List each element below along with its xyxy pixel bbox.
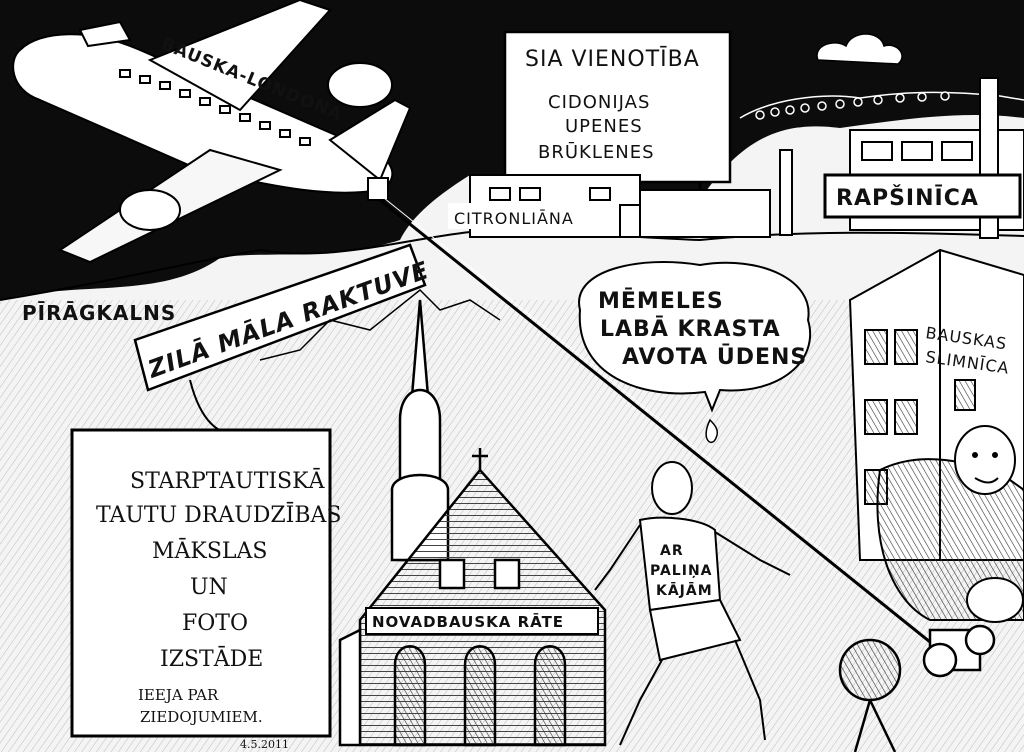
tow-rope-highlight — [383, 197, 945, 649]
speech-line-2: LABĀ KRASTA — [600, 316, 781, 342]
hill-label: PĪRĀGKALNS — [22, 301, 176, 325]
billboard-line-2: UPENES — [565, 116, 643, 137]
exhibition-line-6: IZSTĀDE — [160, 646, 263, 672]
billboard-title: SIA VIENOTĪBA — [525, 47, 700, 72]
airplane — [12, 0, 412, 264]
exhibition-line-1: STARPTAUTISKĀ — [130, 468, 326, 494]
tree-line — [739, 91, 1024, 120]
mine-sign — [133, 243, 501, 434]
billboard-line-1: CIDONIJAS — [548, 92, 650, 113]
billboard-line-3: BRŪKLENES — [538, 141, 655, 163]
speech-bubble — [578, 261, 811, 443]
strongman — [876, 425, 1024, 623]
exhibition-line-4: UN — [190, 575, 228, 600]
factory-right-sign — [823, 173, 1022, 219]
tow-rope — [379, 198, 941, 652]
speech-line-1: MĒMELES — [598, 288, 724, 314]
exhibition-line-5: FOTO — [182, 611, 248, 636]
town-hall-sign — [365, 607, 599, 635]
artist-signature: 4.5.2011 — [240, 738, 289, 751]
tow-hook — [367, 177, 389, 201]
runner-shirt-line-2: PALIŅA — [650, 563, 713, 579]
speech-line-3: AVOTA ŪDENS — [622, 344, 807, 370]
runner-shirt-line-3: KĀJĀM — [656, 581, 713, 599]
exhibition-line-3: MĀKSLAS — [152, 538, 268, 564]
exhibition-footer-2: ZIEDOJUMIEM. — [140, 708, 263, 726]
town-hall-label: NOVADBAUSKA RĀTE — [372, 611, 564, 631]
factory-right-label: RAPŠINĪCA — [836, 185, 979, 211]
exhibition-footer-1: IEEJA PAR — [138, 686, 219, 704]
runner — [594, 461, 791, 746]
billboard-top — [503, 30, 732, 230]
factory-left-label: CITRONLIĀNA — [454, 209, 574, 228]
factory-left-sign-bg — [448, 203, 616, 229]
exhibition-sign — [70, 428, 332, 738]
winch — [838, 624, 996, 752]
exhibition-line-2: TAUTU DRAUDZĪBAS — [96, 502, 341, 528]
cloud — [816, 33, 903, 65]
runner-shirt-line-1: AR — [660, 543, 684, 559]
